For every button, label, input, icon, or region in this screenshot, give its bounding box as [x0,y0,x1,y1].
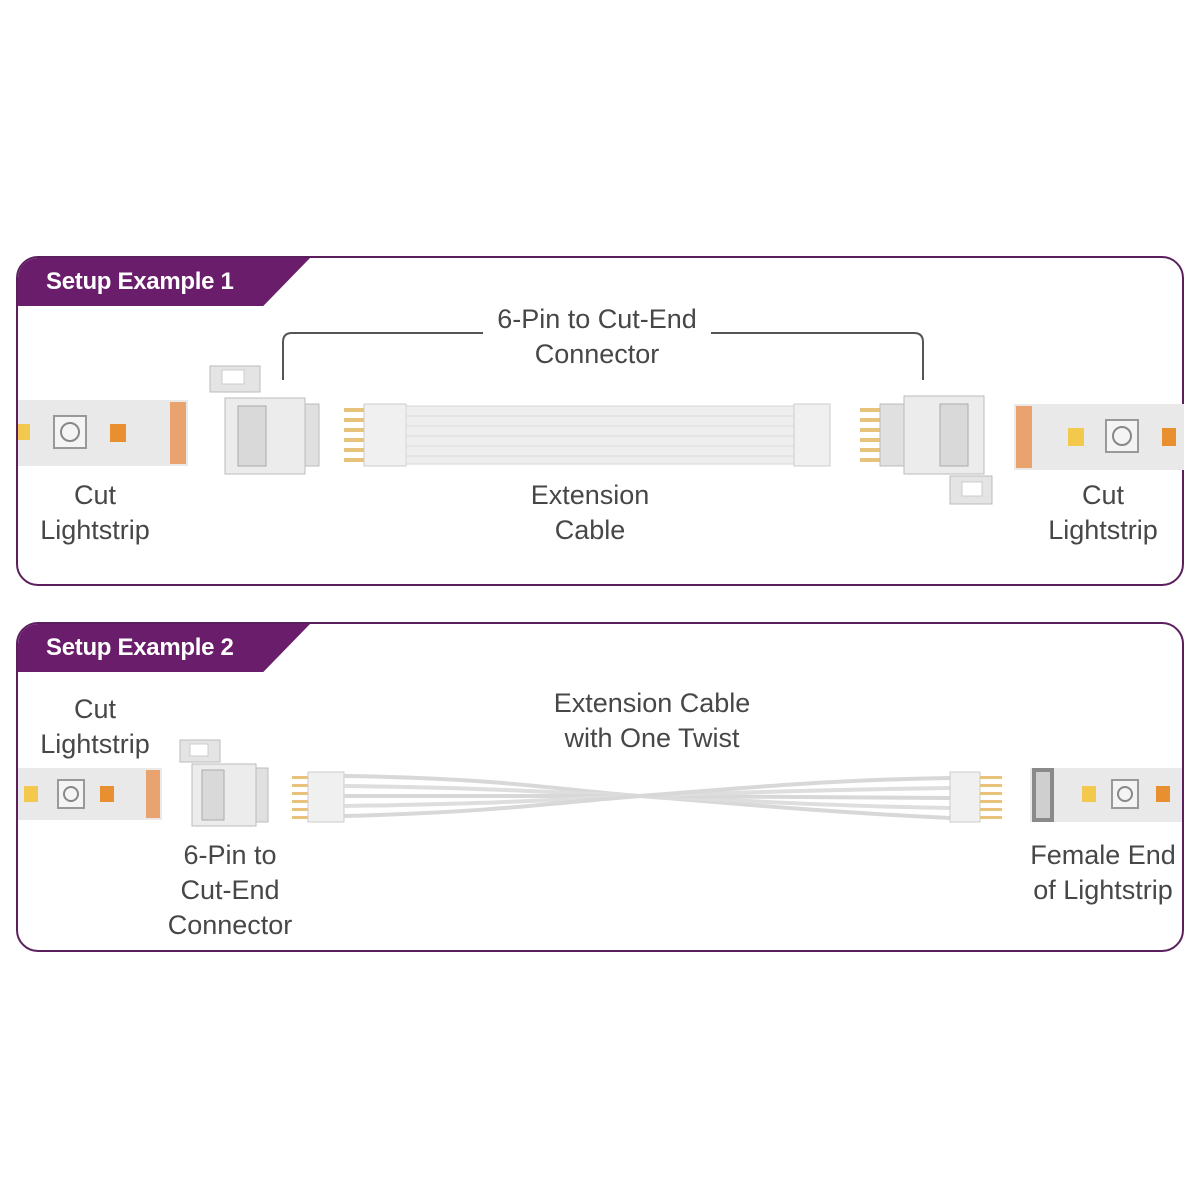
ex2-connector-label: 6-Pin to Cut-End Connector [150,838,310,943]
right-cut-lightstrip-graphic [1014,404,1184,470]
ex2-female-end-line1: Female End [1030,840,1176,870]
ex2-connector-line2: Cut-End [180,875,280,905]
ex1-cable-label: Extension Cable [500,478,680,548]
ex1-right-strip-line2: Lightstrip [1048,515,1158,545]
right-connector-graphic [860,395,993,505]
female-end-lightstrip-graphic [1030,768,1182,822]
extension-cable-graphic [344,403,831,467]
ex1-left-strip-line1: Cut [73,480,117,510]
ex2-left-strip-line1: Cut [73,694,117,724]
connector-bracket-left [282,332,483,380]
ex2-left-strip-line2: Lightstrip [40,729,150,759]
left-cut-lightstrip-graphic [18,400,188,466]
ex2-cable-label: Extension Cable with One Twist [522,686,782,756]
ex2-connector-line1: 6-Pin to [183,840,277,870]
ex1-cable-line2: Cable [554,515,626,545]
twisted-extension-cable-graphic [292,771,1002,823]
ex2-female-end-line2: of Lightstrip [1033,875,1173,905]
ex1-connector-label: 6-Pin to Cut-End Connector [470,302,724,372]
ex2-cut-lightstrip-graphic [18,768,162,820]
left-connector-graphic [209,365,320,475]
ex1-left-strip-line2: Lightstrip [40,515,150,545]
ex1-left-strip-label: Cut Lightstrip [20,478,170,548]
ex2-connector-line3: Connector [167,910,293,940]
setup-example-2-tab: Setup Example 2 [18,624,310,672]
ex1-connector-label-line1: 6-Pin to Cut-End [497,304,697,334]
connector-bracket-right [711,332,924,380]
ex2-connector-graphic [179,739,269,827]
ex1-cable-line1: Extension [530,480,650,510]
ex2-left-strip-label: Cut Lightstrip [20,692,170,762]
ex1-connector-label-line2: Connector [534,339,660,369]
ex1-right-strip-line1: Cut [1081,480,1125,510]
ex1-right-strip-label: Cut Lightstrip [1028,478,1178,548]
ex2-cable-line2: with One Twist [564,723,740,753]
ex2-female-end-label: Female End of Lightstrip [1018,838,1188,908]
ex2-cable-line1: Extension Cable [553,688,751,718]
setup-example-1-tab: Setup Example 1 [18,258,310,306]
